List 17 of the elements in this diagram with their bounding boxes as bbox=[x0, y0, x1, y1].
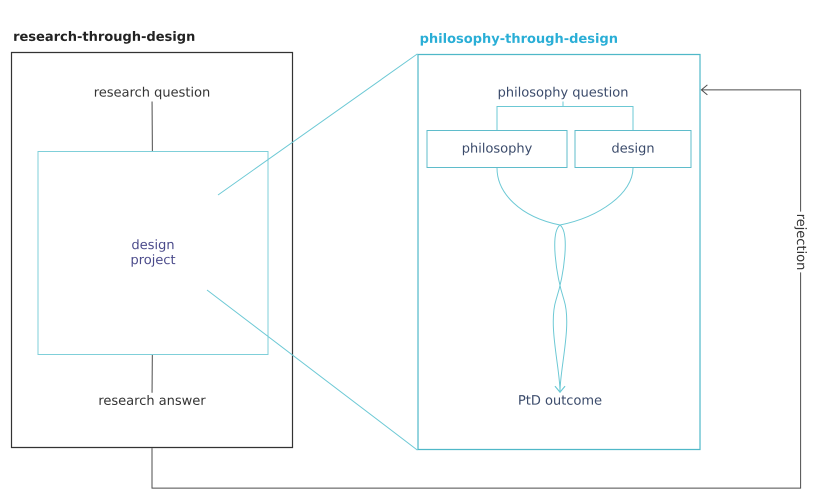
connector bbox=[562, 101, 634, 130]
connector bbox=[152, 84, 802, 489]
heading: research-through-design bbox=[14, 31, 194, 44]
text-label: research question bbox=[94, 86, 210, 100]
process-box: philosophy bbox=[426, 130, 568, 168]
connector bbox=[218, 53, 418, 196]
connector bbox=[152, 101, 153, 152]
connector bbox=[206, 290, 418, 451]
connector bbox=[554, 168, 634, 393]
process-box: design bbox=[574, 130, 692, 168]
heading: philosophy-through-design bbox=[420, 33, 617, 46]
text-label: PtD outcome bbox=[519, 395, 602, 405]
process-box: design project bbox=[38, 151, 268, 355]
connector bbox=[152, 354, 153, 394]
text-label: philosophy question bbox=[498, 86, 628, 100]
edge-label: rejection bbox=[792, 212, 809, 272]
text-label: research answer bbox=[100, 394, 206, 406]
